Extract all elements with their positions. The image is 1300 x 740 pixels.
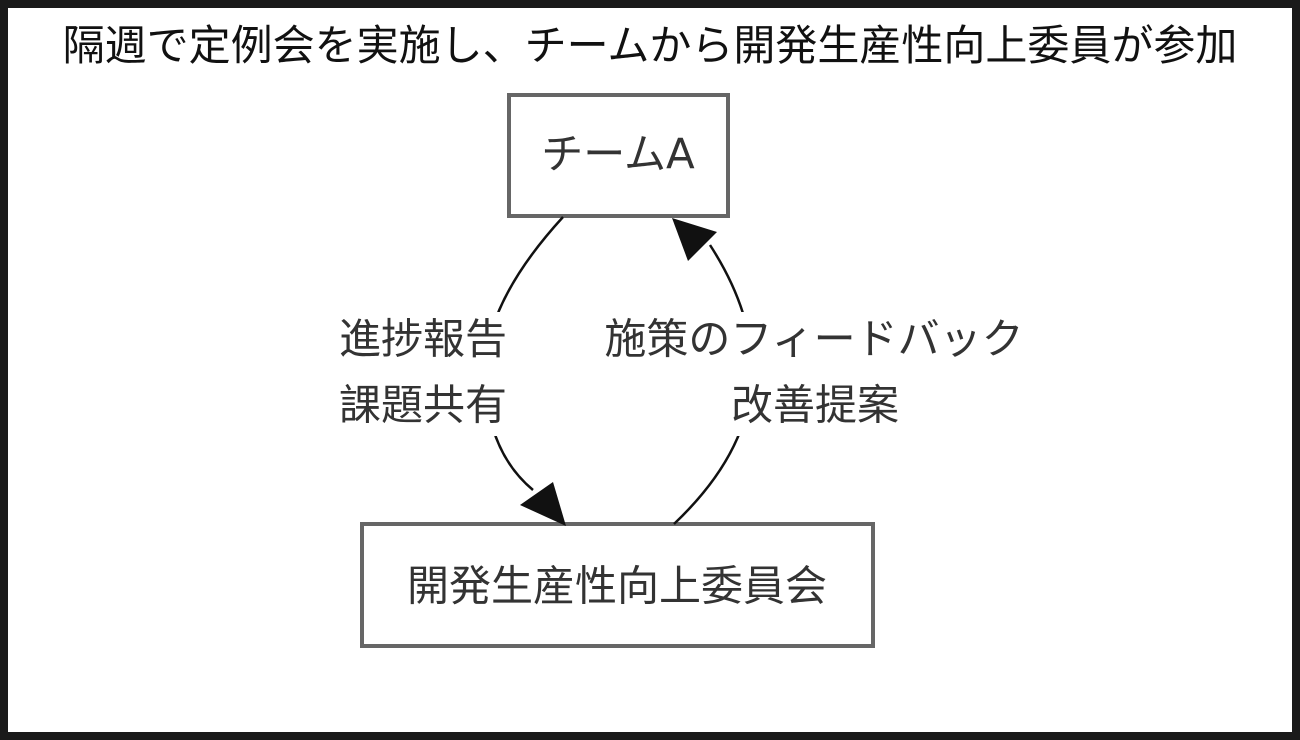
diagram-title: 隔週で定例会を実施し、チームから開発生産性向上委員が参加 — [62, 21, 1238, 70]
edge-label-committee-to-team-line-1: 施策のフィードバック — [604, 315, 1023, 364]
node-committee[interactable]: 開発生産性向上委員会 — [360, 522, 875, 648]
edge-label-team-to-committee-line-1: 進捗報告 — [339, 315, 507, 364]
edge-team-to-committee-arrowhead — [520, 482, 566, 526]
node-committee-label: 開発生産性向上委員会 — [407, 562, 827, 611]
edge-label-team-to-committee: 進捗報告 課題共有 — [330, 312, 516, 436]
edge-label-team-to-committee-line-2: 課題共有 — [339, 381, 507, 430]
node-team-a-label: チームA — [541, 130, 695, 179]
edge-label-committee-to-team-line-2: 改善提案 — [731, 381, 899, 430]
edge-committee-to-team-arrowhead — [672, 218, 717, 261]
node-team-a[interactable]: チームA — [507, 93, 730, 218]
edge-label-team-to-committee-bg — [330, 312, 516, 436]
node-committee-box — [360, 522, 875, 648]
edge-label-committee-to-team-bg — [582, 312, 1047, 436]
node-team-a-box — [507, 93, 730, 218]
edge-label-committee-to-team: 施策のフィードバック 改善提案 — [582, 312, 1047, 436]
